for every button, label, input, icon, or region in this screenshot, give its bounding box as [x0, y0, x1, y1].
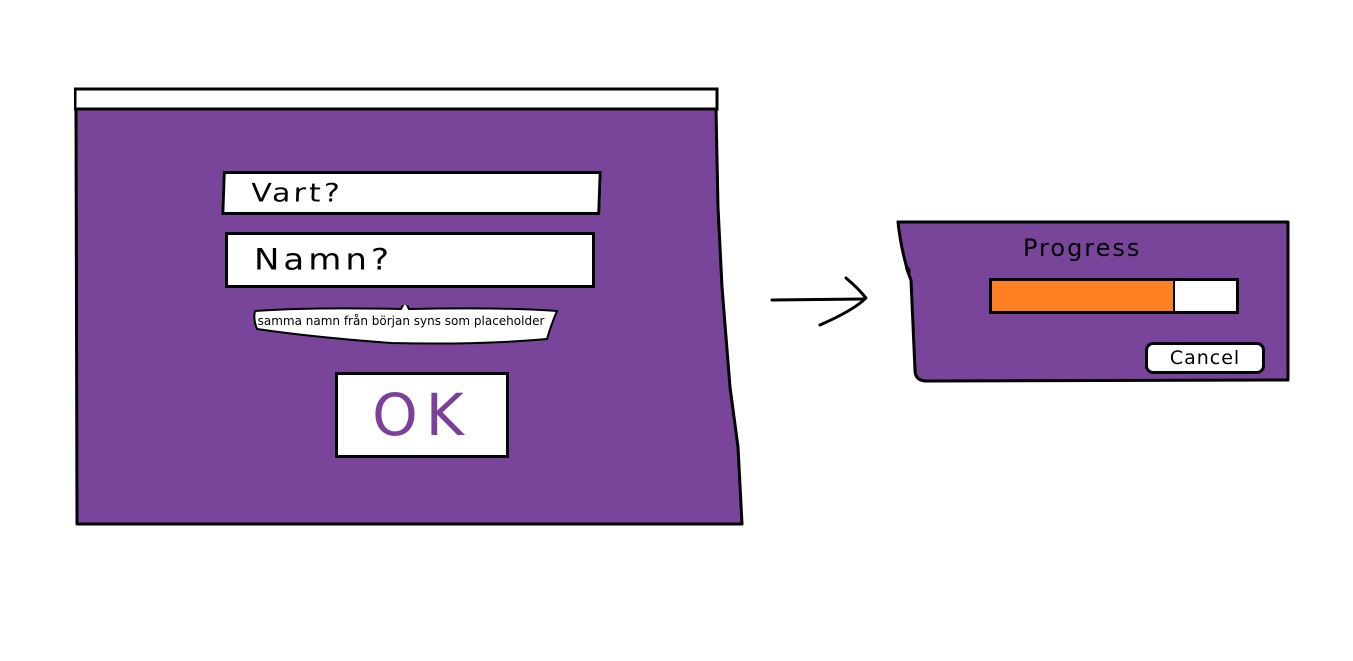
progress-dialog: Progress Cancel [895, 220, 1291, 385]
tooltip-bubble [253, 305, 559, 345]
progress-bar-fill [992, 281, 1175, 311]
progress-title: Progress [1023, 234, 1142, 262]
cancel-button-label: Cancel [1169, 347, 1241, 369]
destination-input-text: Vart? [250, 178, 344, 208]
ok-button[interactable]: OK [335, 372, 509, 458]
cancel-button[interactable]: Cancel [1145, 342, 1265, 374]
destination-input[interactable]: Vart? [221, 171, 602, 215]
ok-button-label: OK [372, 381, 472, 449]
name-tooltip: samma namn från början syns som placehol… [251, 305, 561, 345]
name-input[interactable]: Namn? [225, 232, 595, 288]
tooltip-text: samma namn från början syns som placehol… [257, 314, 545, 328]
main-window: Vart? Namn? samma namn från början syns … [74, 87, 744, 527]
name-input-text: Namn? [254, 243, 393, 277]
progress-bar [989, 278, 1239, 314]
right-arrow-icon [770, 276, 868, 327]
